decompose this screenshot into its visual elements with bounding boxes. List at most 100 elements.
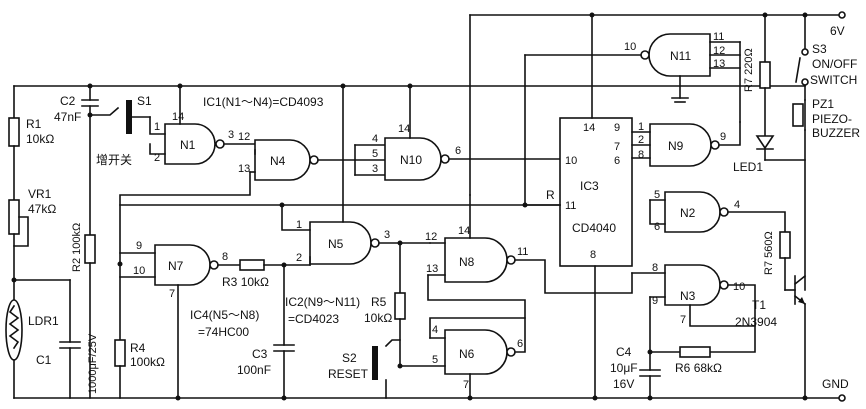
gate-n7-group: N7 9 10 8 7 R4 100kΩ (114, 240, 241, 399)
r7-upper-ref: R7 (743, 78, 755, 92)
n2-pin-5: 5 (654, 189, 660, 201)
s1-switch (126, 100, 132, 134)
r3-label: R3 10kΩ (222, 275, 269, 289)
t1-ref: T1 (752, 298, 766, 312)
c4-r6-network: R6 68kΩ C4 10μF 16V (610, 345, 722, 399)
ic3-pin-6: 6 (614, 155, 620, 167)
n5-pin-1: 1 (296, 219, 302, 231)
r7-upper-label: R7 220Ω (743, 48, 755, 92)
supply-ground-label: GND (822, 377, 849, 391)
vr1-ref: VR1 (28, 187, 52, 201)
c4-ref: C4 (616, 345, 632, 359)
r4-value: 100kΩ (130, 355, 165, 369)
s2-ref: S2 (342, 351, 357, 365)
n3-pin-9: 9 (652, 295, 658, 307)
vr1-value: 47kΩ (28, 202, 56, 216)
gate-n4-label: N4 (270, 154, 286, 168)
gate-n1-label: N1 (180, 138, 196, 152)
n10-pin-4: 4 (372, 133, 378, 145)
n9-pin-2: 2 (638, 134, 644, 146)
ic3-part: CD4040 (572, 221, 616, 235)
n6-pin-6: 6 (517, 338, 523, 350)
vr1-potentiometer (8, 199, 20, 235)
n3-pin-8: 8 (652, 262, 658, 274)
driver-transistor: R7 560Ω T1 2N3904 (735, 231, 807, 399)
gate-n2-group: N2 5 6 4 (649, 189, 786, 233)
s1-note: 增开关 (96, 153, 132, 167)
r3-ref: R3 (222, 275, 238, 289)
c2-value: 47nF (54, 110, 81, 124)
ldr1-photoresistor (5, 299, 23, 361)
n11-pin-13: 13 (713, 58, 725, 70)
r2-ref: R2 (71, 258, 83, 272)
n8-pin-12: 12 (425, 231, 437, 243)
r1-value: 10kΩ (26, 132, 54, 146)
gate-n3-label: N3 (680, 289, 696, 303)
ic2-note-line1: IC2(N9～N11) (285, 295, 360, 309)
r7-lower-ref: R7 (763, 261, 775, 275)
n7-pin-9: 9 (136, 240, 142, 252)
r7-lower-value: 560Ω (763, 231, 775, 258)
ic2-note-line2: =CD4023 (288, 312, 339, 326)
led-branch: R7 220Ω LED1 (733, 14, 806, 174)
ic3-body (559, 117, 633, 267)
pz1-ref: PZ1 (812, 97, 834, 111)
n3-pin-10: 10 (733, 281, 745, 293)
t1-part: 2N3904 (735, 315, 777, 329)
r5-ref: R5 (371, 295, 387, 309)
n8-pin-14: 14 (458, 225, 470, 237)
ic3-pin-9: 9 (614, 122, 620, 134)
s1-ref: S1 (137, 94, 152, 108)
r6-value: 68kΩ (694, 361, 722, 375)
r3-value: 10kΩ (241, 275, 269, 289)
pz1-buzzer (792, 103, 804, 127)
led1-diode (755, 135, 775, 150)
n9-pin-9: 9 (720, 131, 726, 143)
n9-pin-1: 1 (638, 121, 644, 133)
n4-pin-12: 12 (238, 131, 250, 143)
n11-pin-12: 12 (713, 45, 725, 57)
gate-n8-group: N8 12 13 14 11 (399, 194, 633, 294)
r2-resistor (84, 234, 96, 264)
r3-resistor (239, 259, 265, 271)
gate-n10-label: N10 (400, 153, 422, 167)
gate-n6 (444, 329, 508, 375)
gate-n11-group: N11 10 11 12 13 (524, 31, 741, 123)
gate-n5-label: N5 (328, 237, 344, 251)
n5-pin-2: 2 (296, 252, 302, 264)
gate-n2-label: N2 (680, 206, 696, 220)
n1-pin-2: 2 (154, 152, 160, 164)
n10-pin-5: 5 (372, 148, 378, 160)
pz1-line1: PIEZO- (812, 112, 852, 126)
s3-line1: ON/OFF (812, 57, 857, 71)
gate-n9-group: N9 1 2 8 9 14 7 (631, 121, 741, 167)
s2-name: RESET (328, 367, 369, 381)
n10-pin-14: 14 (398, 123, 410, 135)
gate-n11-label: N11 (670, 49, 691, 63)
ic3-counter: IC3 CD4040 14 9 7 6 10 11 8 R (524, 14, 633, 399)
r2-label: R2 100kΩ (71, 223, 83, 272)
s2-reset-button (372, 346, 378, 380)
ic1-note: IC1(N1～N4)=CD4093 (203, 95, 324, 109)
n10-pin-3: 3 (372, 163, 378, 175)
switch-and-buzzer: S3 ON/OFF SWITCH PZ1 PIEZO- BUZZER (792, 14, 860, 291)
r1-resistor (8, 117, 20, 147)
r6-ref: R6 (675, 361, 691, 375)
c4-value: 10μF (610, 361, 638, 375)
n11-pin-10: 10 (624, 41, 636, 53)
ic3-pin-8: 8 (590, 249, 596, 261)
r7-lower-label: R7 560Ω (763, 231, 775, 275)
c1-value: 1000μF/25V (87, 333, 99, 394)
supply-positive-label: 6V (830, 24, 845, 38)
r5-resistor (394, 292, 406, 320)
n7-pin-10: 10 (133, 265, 145, 277)
r5-value: 10kΩ (364, 311, 392, 325)
r2-value: 100kΩ (71, 223, 83, 255)
gate-n6-group: N6 4 5 6 7 (399, 274, 526, 399)
ic4-note-line2: =74HC00 (198, 325, 249, 339)
ic3-pin-14: 14 (583, 122, 595, 134)
c3-ref: C3 (252, 347, 268, 361)
n2-pin-4: 4 (734, 199, 740, 211)
r1-ref: R1 (26, 117, 42, 131)
